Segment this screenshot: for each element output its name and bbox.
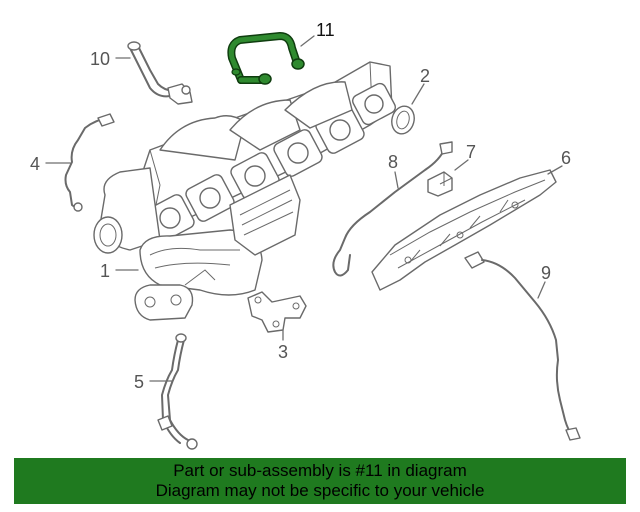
callout-6: 6 [561, 148, 571, 168]
callout-10: 10 [90, 49, 110, 69]
callout-11: 11 [316, 20, 335, 40]
coolant-hose[interactable] [127, 41, 193, 105]
turbocharger-manifold-assembly[interactable] [93, 61, 397, 321]
heat-shield[interactable] [371, 169, 557, 291]
highlighted-part-pipe[interactable] [227, 32, 305, 85]
info-banner: Part or sub-assembly is #11 in diagram D… [14, 458, 626, 504]
oil-feed-line[interactable] [157, 333, 198, 450]
oxygen-sensor-wire-center[interactable] [332, 141, 453, 277]
callout-4: 4 [30, 154, 40, 174]
callout-leader-lines [45, 35, 563, 382]
oxygen-sensor-wire-right[interactable] [464, 251, 581, 441]
callout-5: 5 [134, 372, 144, 392]
banner-line-disclaimer: Diagram may not be specific to your vehi… [155, 481, 485, 500]
pressure-sensor[interactable] [427, 171, 453, 197]
callout-1: 1 [100, 261, 110, 281]
exploded-parts-diagram: 1 2 3 4 5 6 7 8 9 10 11 [30, 20, 581, 450]
callout-8: 8 [388, 152, 398, 172]
mounting-bracket[interactable] [247, 291, 307, 333]
banner-line-part-number: Part or sub-assembly is #11 in diagram [173, 461, 467, 480]
oxygen-sensor-wire-left[interactable] [64, 113, 115, 212]
callout-2: 2 [420, 66, 430, 86]
callout-9: 9 [541, 263, 551, 283]
callout-3: 3 [278, 342, 288, 362]
gasket-ring[interactable] [389, 104, 417, 137]
callout-7: 7 [466, 142, 476, 162]
